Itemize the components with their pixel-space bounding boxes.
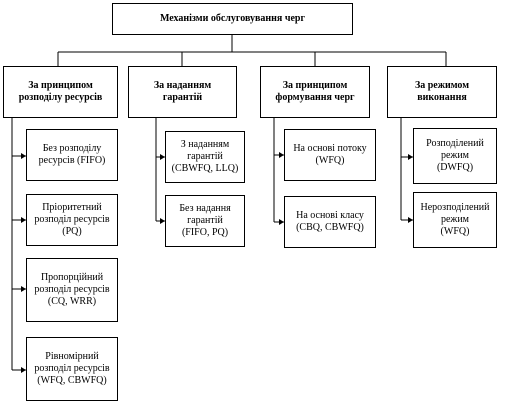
category-execution-mode-label: За режимом виконання [414, 80, 470, 103]
item-flow-based-label: На основі потоку (WFQ) [293, 143, 367, 166]
item-priority-distribution-label: Пріоритетний розподіл ресурсів (PQ) [34, 202, 110, 237]
item-proportional-distribution-label: Пропорційний розподіл ресурсів (CQ, WRR) [34, 272, 110, 307]
item-uniform-distribution: Рівномірний розподіл ресурсів (WFQ, CBWF… [26, 337, 118, 401]
item-with-guarantees-label: З наданням гарантій (CBWFQ, LLQ) [171, 139, 239, 174]
item-without-guarantees-label: Без надання гарантій (FIFO, PQ) [179, 203, 231, 238]
item-with-guarantees: З наданням гарантій (CBWFQ, LLQ) [165, 131, 245, 183]
category-guarantees-label: За наданням гарантій [153, 80, 212, 103]
category-queue-formation-label: За принципом формування черг [275, 80, 355, 103]
item-uniform-distribution-label: Рівномірний розподіл ресурсів (WFQ, CBWF… [34, 351, 110, 386]
category-distribution-label: За принципом розподілу ресурсів [18, 80, 103, 103]
item-distributed-mode: Розподілений режим (DWFQ) [413, 128, 497, 184]
category-guarantees: За наданням гарантій [128, 66, 237, 118]
item-without-guarantees: Без надання гарантій (FIFO, PQ) [165, 195, 245, 247]
item-flow-based: На основі потоку (WFQ) [284, 129, 376, 181]
item-no-distribution: Без розподілу ресурсів (FIFO) [26, 129, 118, 181]
item-proportional-distribution: Пропорційний розподіл ресурсів (CQ, WRR) [26, 258, 118, 322]
diagram-title-text: Механізми обслуговування черг [159, 13, 306, 24]
item-distributed-mode-label: Розподілений режим (DWFQ) [426, 138, 484, 173]
item-non-distributed-mode-label: Нерозподілений режим (WFQ) [420, 202, 490, 237]
category-distribution: За принципом розподілу ресурсів [3, 66, 118, 118]
category-execution-mode: За режимом виконання [387, 66, 497, 118]
item-non-distributed-mode: Нерозподілений режим (WFQ) [413, 192, 497, 248]
diagram-title: Механізми обслуговування черг [112, 3, 353, 35]
item-class-based: На основі класу (CBQ, CBWFQ) [284, 196, 376, 248]
item-class-based-label: На основі класу (CBQ, CBWFQ) [296, 210, 364, 233]
item-no-distribution-label: Без розподілу ресурсів (FIFO) [38, 143, 106, 166]
item-priority-distribution: Пріоритетний розподіл ресурсів (PQ) [26, 194, 118, 246]
category-queue-formation: За принципом формування черг [260, 66, 370, 118]
